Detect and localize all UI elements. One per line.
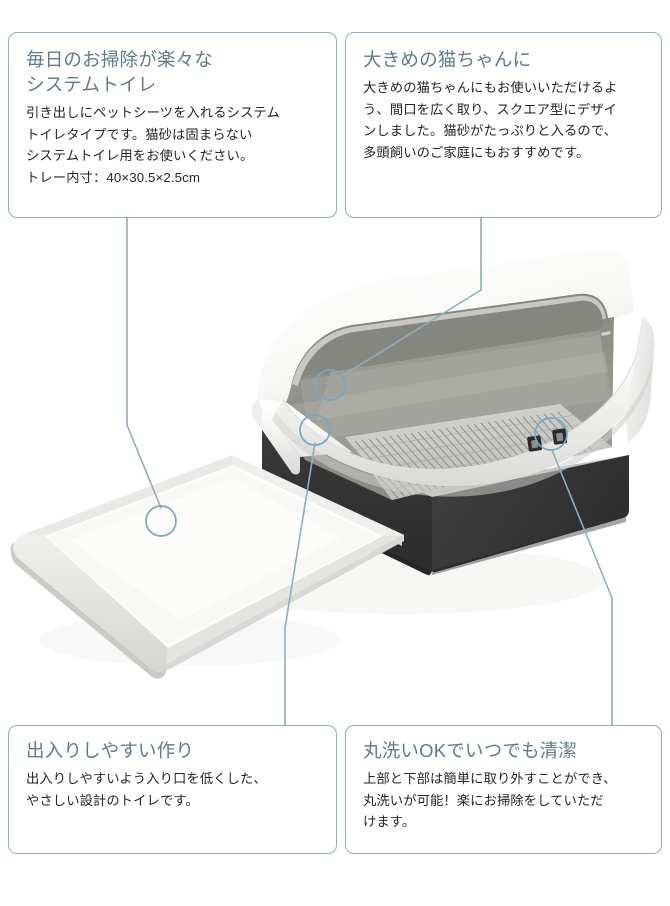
grate-marker-circle	[314, 369, 346, 401]
callout-system-toilet: 毎日のお掃除が楽々な システムトイレ 引き出しにペットシーツを入れるシステム ト…	[8, 32, 337, 218]
drawer-handle	[13, 535, 168, 673]
rim-marker-circle	[299, 414, 331, 446]
callout-inner: 大きめの猫ちゃんに 大きめの猫ちゃんにもお使いいただけるよ う、間口を広く取り、…	[346, 33, 661, 173]
callout-body-easy-entry: 出入りしやすいよう入り口を低くした、 やさしい設計のトイレです。	[26, 771, 267, 808]
callout-large-cats: 大きめの猫ちゃんに 大きめの猫ちゃんにもお使いいただけるよ う、間口を広く取り、…	[345, 32, 662, 218]
callout-washable: 丸洗いOKでいつでも清潔 上部と下部は簡単に取り外すことができ、 丸洗いが可能！…	[345, 725, 662, 854]
base-front-right	[432, 455, 629, 573]
callout-inner: 丸洗いOKでいつでも清潔 上部と下部は簡単に取り外すことができ、 丸洗いが可能！…	[346, 726, 661, 843]
callout-heading-system-toilet: 毎日のお掃除が楽々な システムトイレ	[26, 49, 214, 95]
callout-inner: 出入りしやすい作り 出入りしやすいよう入り口を低くした、 やさしい設計のトイレで…	[9, 726, 336, 821]
hood-back	[258, 249, 634, 402]
callout-heading-large-cats: 大きめの猫ちゃんに	[363, 49, 532, 70]
leader-bottom-left	[284, 442, 316, 726]
leader-bottom-right	[551, 449, 613, 726]
callout-body-washable: 上部と下部は簡単に取り外すことができ、 丸洗いが可能！楽にお掃除をしていただ け…	[363, 771, 617, 829]
callout-heading-washable: 丸洗いOKでいつでも清潔	[363, 740, 578, 761]
rim-left-front	[258, 399, 300, 475]
leader-top-right	[341, 217, 482, 377]
callout-body-large-cats: 大きめの猫ちゃんにもお使いいただけるよ う、間口を広く取り、スクエア型にデザイ …	[363, 80, 618, 160]
callout-body-system-toilet: 引き出しにペットシーツを入れるシステム トイレタイプです。猫砂は固まらない シス…	[26, 105, 280, 185]
rim-front-swoosh	[276, 318, 655, 487]
callout-easy-entry: 出入りしやすい作り 出入りしやすいよう入り口を低くした、 やさしい設計のトイレで…	[8, 725, 337, 854]
callout-inner: 毎日のお掃除が楽々な システムトイレ 引き出しにペットシーツを入れるシステム ト…	[9, 33, 336, 198]
leader-top-left	[126, 217, 162, 509]
latch-marker-circle	[534, 417, 568, 451]
callout-heading-easy-entry: 出入りしやすい作り	[26, 740, 195, 761]
drawer-marker-circle	[145, 505, 177, 537]
